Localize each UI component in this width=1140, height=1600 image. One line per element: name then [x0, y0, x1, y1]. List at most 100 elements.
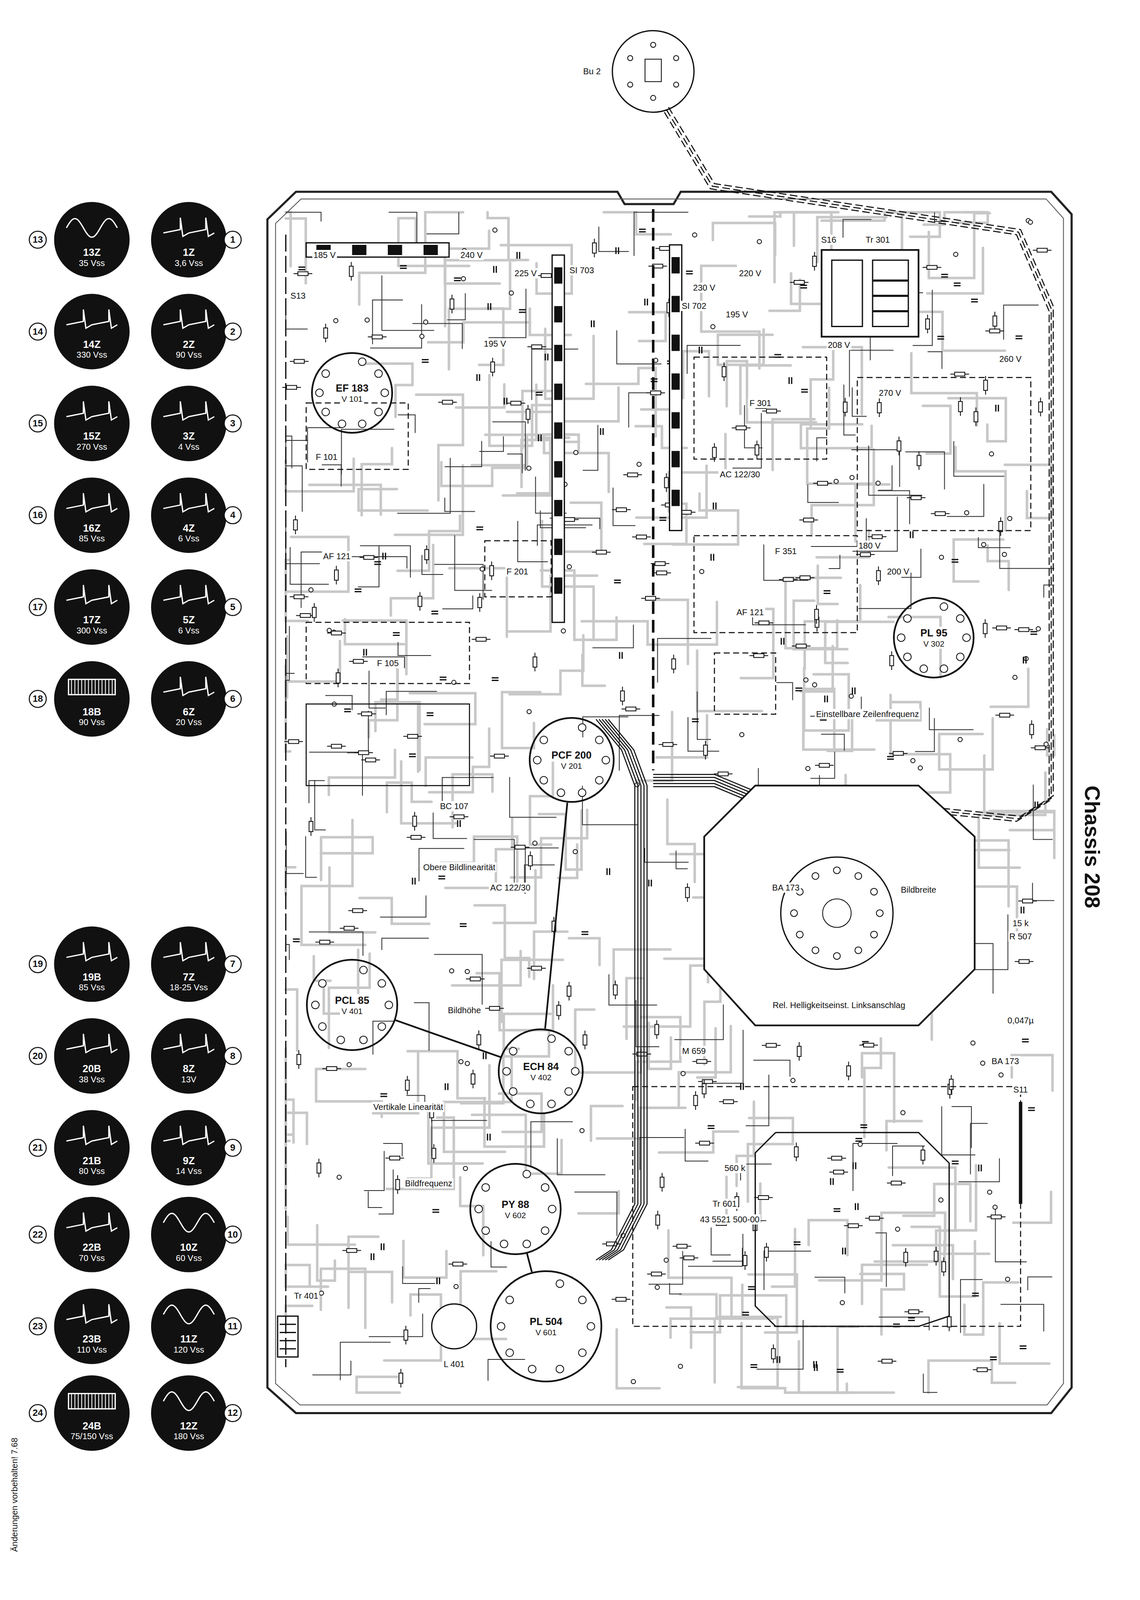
capacitor-plate — [1025, 657, 1027, 664]
wire — [828, 555, 840, 569]
copper-trace — [285, 641, 340, 752]
callout-number: 20 — [31, 1051, 44, 1062]
tube-pin — [374, 408, 383, 416]
transformer-core — [831, 260, 863, 327]
tube-pin — [497, 1322, 506, 1331]
switch-contact — [671, 412, 680, 429]
waveform — [66, 1213, 118, 1232]
part-label: 270 V — [877, 387, 903, 399]
oscillogram-screen — [53, 1197, 130, 1273]
oscillogram-screen — [53, 1288, 130, 1365]
resistor-symbol — [992, 316, 997, 327]
capacitor-plate — [490, 303, 492, 311]
resistor-symbol — [743, 1255, 747, 1267]
resistor-symbol — [699, 1141, 710, 1146]
tube-pin — [940, 603, 948, 611]
solder-pad — [579, 1128, 585, 1134]
capacitor-plate — [370, 1253, 372, 1261]
tube-pin — [940, 665, 948, 673]
shield-box — [857, 377, 1031, 531]
crt-socket-pin — [833, 952, 841, 960]
capacitor-plate — [1023, 906, 1025, 914]
solder-pad — [527, 709, 532, 714]
switch-contact — [554, 461, 563, 478]
resistor-symbol — [620, 690, 625, 702]
callout-number: 5 — [229, 602, 236, 613]
wire — [434, 954, 483, 1006]
resistor-symbol — [941, 1262, 946, 1273]
part-label: Rel. Helligkeitseinst. Linksanschlag — [771, 1000, 907, 1011]
capacitor-plate — [712, 502, 714, 510]
part-label: Bildbreite — [899, 884, 938, 896]
socket-pin — [673, 82, 679, 88]
resistor-symbol — [395, 1179, 400, 1191]
solder-pad — [895, 1227, 900, 1232]
capacitor-plate — [1030, 633, 1038, 635]
cable — [668, 106, 1054, 817]
solder-pad — [805, 766, 810, 771]
transformer-core — [872, 260, 909, 327]
capacitor-plate — [459, 926, 467, 928]
solder-pad — [692, 233, 697, 238]
resistor-symbol — [889, 655, 894, 666]
resistor-symbol — [294, 595, 305, 599]
cable — [666, 109, 1052, 820]
resistor-symbol — [766, 1043, 777, 1048]
waveform — [98, 1393, 99, 1410]
wire — [447, 293, 466, 321]
oscillogram-screen — [151, 1018, 227, 1095]
capacitor-plate — [833, 1208, 841, 1211]
copper-trace — [903, 1184, 971, 1222]
copper-trace — [956, 212, 988, 223]
oscillogram-screen — [53, 926, 130, 1003]
resistor-symbol — [803, 518, 814, 523]
solder-pad — [1012, 675, 1017, 680]
part-label: Bildhöhe — [446, 1005, 483, 1016]
shield-box — [306, 403, 408, 470]
board-inner-edge — [275, 199, 1064, 1406]
coil-symbol — [431, 1304, 477, 1350]
capacitor-plate — [793, 1244, 801, 1246]
node-title: 9Z — [182, 1155, 195, 1168]
resistor-symbol — [452, 1262, 464, 1267]
waveform — [77, 1393, 79, 1410]
solder-pad — [480, 567, 485, 572]
wire — [412, 323, 463, 350]
wire — [999, 527, 1055, 569]
callout-number: 22 — [31, 1229, 44, 1241]
node-value: 85 Vss — [78, 982, 105, 993]
wire — [431, 1120, 487, 1157]
part-label: AC 122/30 — [718, 469, 762, 480]
resistor-symbol — [331, 631, 342, 635]
wire — [639, 1137, 685, 1171]
copper-trace — [717, 329, 773, 366]
capacitor-plate — [431, 610, 439, 613]
oscillogram-screen — [151, 1375, 227, 1452]
wire — [582, 786, 638, 826]
solder-pad — [812, 682, 817, 688]
solder-pad — [419, 334, 424, 339]
oscillogram-screen — [151, 926, 227, 1003]
copper-trace — [817, 565, 838, 604]
capacitor-plate — [862, 1041, 869, 1043]
resistor-symbol — [494, 754, 505, 759]
node-title: 7Z — [182, 971, 195, 984]
node-title: 1Z — [182, 246, 195, 259]
solder-pad — [790, 1078, 795, 1084]
node-value: 18-25 Vss — [169, 982, 208, 993]
crt-socket-pin — [811, 947, 819, 955]
oscillogram-screen — [53, 1110, 130, 1186]
resistor-symbol — [407, 734, 418, 739]
resistor-symbol — [1035, 746, 1046, 750]
solder-pad — [1028, 220, 1033, 225]
resistor-symbol — [592, 243, 597, 254]
socket-pin — [650, 42, 656, 48]
tube-pin — [557, 789, 565, 797]
copper-trace — [443, 1047, 512, 1152]
capacitor-plate — [836, 1371, 844, 1374]
waveform — [66, 585, 118, 604]
capacitor-plate — [606, 868, 608, 876]
resistor-symbol — [831, 1156, 842, 1161]
tube-pin — [539, 776, 548, 785]
capacitor-plate — [778, 1356, 781, 1364]
